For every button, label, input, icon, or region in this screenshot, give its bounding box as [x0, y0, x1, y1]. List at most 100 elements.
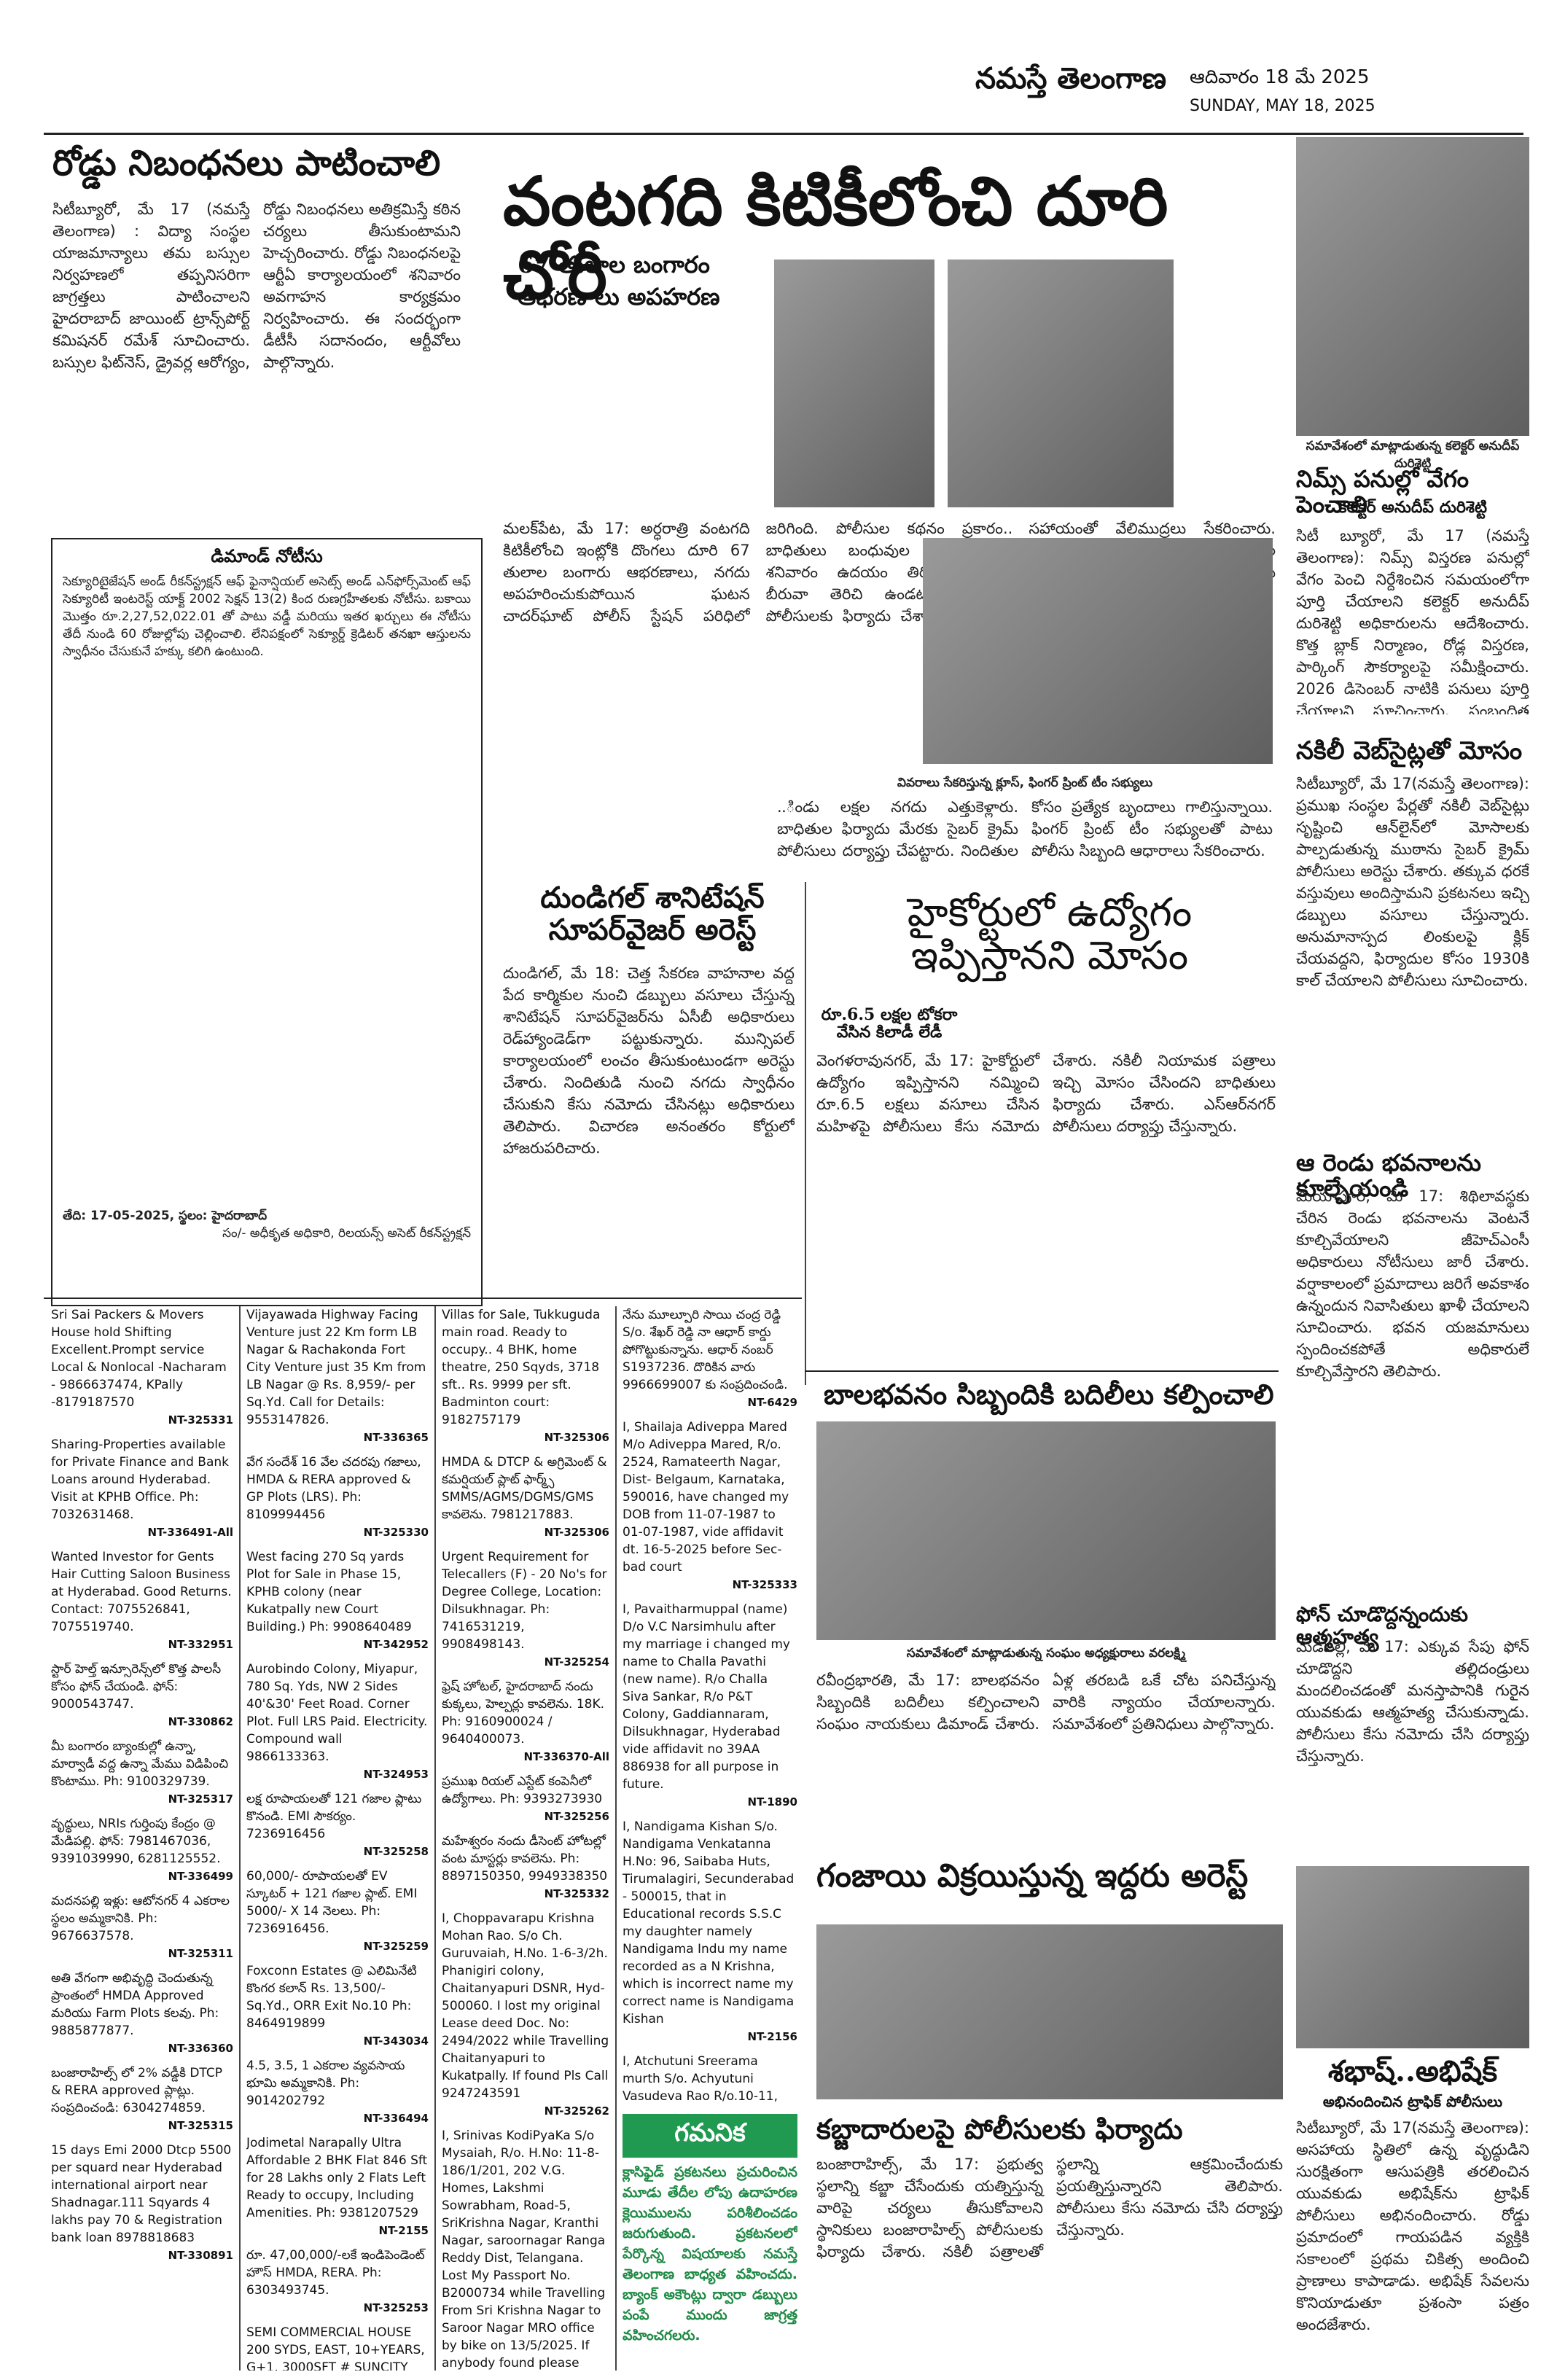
classified-ad-code: NT-343034	[363, 2034, 429, 2048]
balabhavan-body: రవీంద్రభారతి, మే 17: బాలభవనం సిబ్బందికి …	[816, 1671, 1276, 1733]
collector-photo	[1296, 137, 1529, 436]
classified-ad-text: Urgent Requirement for Telecallers (F) -…	[442, 1550, 607, 1652]
notice-box-title: గమనిక	[623, 2114, 797, 2158]
notice-box: గమనిక క్లాసిఫైడ్ ప్రకటనలు ప్రచురించిన మూ…	[623, 2114, 797, 2362]
classified-ad-code: NT-6429	[747, 1396, 797, 1409]
classified-ad-code: NT-330891	[168, 2249, 233, 2262]
legal-notice-sign: సం/- అధీకృత అధికారి, రిలయన్స్ అసెట్ రీకన…	[222, 1226, 471, 1241]
classified-ad: I, Srinivas KodiPyaKa S/o Mysaiah, R/o. …	[442, 2127, 609, 2371]
classified-ad: I, Nandigama Kishan S/o. Nandigama Venka…	[623, 1818, 797, 2045]
classified-ad: ప్రముఖ రియల్ ఎస్టేట్ కంపెనీలో ఉద్యోగాలు.…	[442, 1773, 609, 1825]
classified-ad: Vijayawada Highway Facing Venture just 2…	[246, 1306, 429, 1446]
legal-notice-body: సెక్యూరిటైజేషన్ అండ్ రీకన్‌స్ట్రక్షన్ ఆఫ…	[63, 574, 471, 660]
classified-ad-code: NT-325259	[363, 1940, 429, 1953]
phone-suicide-headline: ఫోన్ చూడొద్దన్నందుకు ఆత్మహత్య	[1296, 1602, 1468, 1649]
lead-photo-2	[948, 260, 1174, 507]
lead-sub2: ఆభరణాలు అపహరణ	[518, 283, 720, 311]
masthead-title: నమస్తే తెలంగాణ	[975, 61, 1167, 95]
fake-websites-body: సిటీబ్యూరో, మే 17(నమస్తే తెలంగాణ): ప్రము…	[1296, 775, 1529, 989]
classified-ad-code: NT-325330	[363, 1526, 429, 1539]
classified-ad-code: NT-325317	[168, 1792, 233, 1806]
balabhavan-rule	[805, 1370, 1279, 1372]
ganjai-headline: గంజాయి విక్రయిస్తున్న ఇద్దరు అరెస్ట్	[816, 1857, 1249, 1895]
cyber-photo	[923, 538, 1273, 764]
classified-ad-code: NT-324953	[363, 1768, 429, 1781]
buildings-body: మియాపూర్, మే 17: శిథిలావస్థకు చేరిన రెండ…	[1296, 1187, 1529, 1380]
classified-ad-text: ప్రముఖ రియల్ ఎస్టేట్ కంపెనీలో ఉద్యోగాలు.…	[442, 1774, 603, 1806]
classified-ad-code: NT-1890	[747, 1795, 797, 1809]
dundigal-body: దుండిగల్, మే 18: చెత్త సేకరణ వాహనాల వద్ద…	[503, 964, 795, 1157]
date-english: SUNDAY, MAY 18, 2025	[1190, 97, 1375, 115]
nims-sub: కలెక్టర్ అనుదీప్ దురిశెట్టి	[1338, 498, 1488, 517]
classified-ad: Foxconn Estates @ ఎలిమినేటి కొంగర కలాన్ …	[246, 1962, 429, 2050]
classified-ad-text: స్టార్ హెల్త్ ఇన్సూరెన్స్‌లో కొత్త పాలసీ…	[51, 1662, 222, 1712]
classified-ad-code: NT-336499	[168, 1870, 233, 1883]
classified-ad-text: I, Shailaja Adiveppa Mared M/o Adiveppa …	[623, 1420, 789, 1575]
classified-ad-code: NT-336360	[168, 2042, 233, 2055]
classified-ad-text: అతి వేగంగా అభివృద్ధి చెందుతున్న ప్రాంతంల…	[51, 1971, 219, 2038]
classified-ad-code: NT-325311	[168, 1947, 233, 1960]
classified-ad: Urgent Requirement for Telecallers (F) -…	[442, 1548, 609, 1671]
classified-ad: Sri Sai Packers & Movers House hold Shif…	[51, 1306, 233, 1429]
dundigal-headline: దుండిగల్ శానిటేషన్ సూపర్‌వైజర్ అరెస్ట్	[540, 881, 765, 947]
balabhavan-photo	[816, 1421, 1276, 1640]
highcourt-sub: రూ.6.5 లక్షల టోకరా వేసిన కి‌లాడీ లేడీ	[821, 1005, 958, 1042]
classified-ad-text: బంజారాహిల్స్ లో 2% వడ్డీకి DTCP & RERA a…	[51, 2066, 222, 2115]
classified-ad-code: NT-325262	[544, 2104, 609, 2118]
classifieds-divider-1	[239, 1306, 241, 2371]
classified-ad: HMDA & DTCP & అగ్రిమెంట్ & కమర్షియల్ ప్ల…	[442, 1454, 609, 1541]
classified-ad-code: NT-2155	[378, 2224, 429, 2237]
cyber-body: ..ిండు లక్షల నగదు ఎత్తుకెళ్లారు. బాధితుల…	[777, 798, 1273, 859]
classified-ad: మహేశ్వరం నందు డీసెంట్ హోటల్లో వంట మాస్టర…	[442, 1833, 609, 1903]
classified-ad-code: NT-330862	[168, 1715, 233, 1728]
classified-ad-code: NT-325253	[363, 2301, 429, 2314]
top-rule	[44, 133, 1523, 135]
classified-ad-text: West facing 270 Sq yards Plot for Sale i…	[246, 1550, 412, 1634]
legal-notice-title: డిమాండ్ నోటీసు	[211, 545, 323, 566]
nims-kicker: సమావేశంలో మాట్లాడుతున్న కలెక్టర్ అనుదీప్…	[1306, 439, 1520, 471]
classified-ad: రూ. 47,00,000/-లకే ఇండిపెండెంట్ హౌస్ HMD…	[246, 2247, 429, 2317]
classified-ad-text: I, Nandigama Kishan S/o. Nandigama Venka…	[623, 1819, 795, 2026]
legal-notice-date: తేది: 17-05-2025, స్థలం: హైదరాబాద్	[63, 1209, 268, 1224]
classified-ad-text: మదనపల్లి ఇళ్లు: ఆటోనగర్ 4 ఎకరాల స్థలం అమ…	[51, 1894, 230, 1943]
classified-ad: West facing 270 Sq yards Plot for Sale i…	[246, 1548, 429, 1653]
balabhavan-headline: బాలభవనం సిబ్బందికి బదిలీలు కల్పించాలి	[824, 1378, 1274, 1411]
classified-ad-text: మీ బంగారం బ్యాంకుల్లో ఉన్నా, మార్వాడీ వద…	[51, 1739, 229, 1789]
abhishek-body: సిటీబ్యూరో, మే 17(నమస్తే తెలంగాణ): అసహాయ…	[1296, 2119, 1529, 2333]
classified-ad-text: I, Choppavarapu Krishna Mohan Rao. S/o C…	[442, 1911, 609, 2101]
highcourt-headline: హైకోర్టులో ఉద్యోగం ఇప్పిస్తానని మోసం	[907, 889, 1193, 979]
classified-ad-code: NT-325333	[732, 1578, 797, 1591]
classified-ad: 4.5, 3.5, 1 ఎకరాల వ్యవసాయ భూమి అమ్మకానిక…	[246, 2057, 429, 2127]
classified-ad-text: Vijayawada Highway Facing Venture just 2…	[246, 1308, 426, 1427]
highcourt-body: వెంగళరావునగర్, మే 17: హైకోర్టులో ఉద్యోగం…	[816, 1052, 1276, 1135]
classified-ad: Villas for Sale, Tukkuguda main road. Re…	[442, 1306, 609, 1446]
classifieds-divider-3	[615, 1306, 617, 2371]
classified-ad-code: NT-336491-All	[147, 1526, 233, 1539]
classified-ad: నేను మూల్పూరి సాయి చంద్ర రెడ్డి S/o. శేఖ…	[623, 1306, 797, 1411]
classified-ad-code: NT-336365	[363, 1431, 429, 1444]
classified-ad: స్టార్ హెల్త్ ఇన్సూరెన్స్‌లో కొత్త పాలసీ…	[51, 1661, 233, 1731]
notice-box-body: క్లాసిఫైడ్ ప్రకటనలు ప్రచురించిన మూడు తేద…	[623, 2164, 797, 2344]
classified-ad-code: NT-325315	[168, 2119, 233, 2132]
classified-ad: Wanted Investor for Gents Hair Cutting S…	[51, 1548, 233, 1653]
classified-ad: Jodimetal Narapally Ultra Affordable 2 B…	[246, 2134, 429, 2239]
classified-ad: వృద్ధులు, NRIs గుర్తింపు కేంద్రం @ మేడిప…	[51, 1815, 233, 1885]
legal-notice: డిమాండ్ నోటీసు సెక్యూరిటైజేషన్ అండ్ రీకన…	[51, 538, 483, 1306]
classified-ad: Sharing-Properties available for Private…	[51, 1436, 233, 1541]
classified-ad-code: NT-336370-All	[523, 1750, 609, 1763]
classified-ad-text: లక్ష రూపాయలతో 121 గజాల ప్లాటు కొనండి. EM…	[246, 1792, 422, 1841]
classified-ad-text: HMDA & DTCP & అగ్రిమెంట్ & కమర్షియల్ ప్ల…	[442, 1455, 607, 1522]
classified-ad-text: 60,000/- రూపాయలతో EV స్కూటర్ + 121 గజాల …	[246, 1869, 418, 1936]
lead-headline: వంటగది కిటికీలోంచి దూరి చోరీ	[503, 162, 1168, 315]
classified-ad-text: Sri Sai Packers & Movers House hold Shif…	[51, 1308, 227, 1410]
classified-ad: 60,000/- రూపాయలతో EV స్కూటర్ + 121 గజాల …	[246, 1868, 429, 1955]
classified-ad-code: NT-325306	[544, 1526, 609, 1539]
date-telugu: ఆదివారం 18 మే 2025	[1190, 66, 1370, 88]
classified-ad-text: వేగ సందేశ్ 16 వేల చదరపు గజాలు, HMDA & RE…	[246, 1455, 421, 1522]
classified-ad-code: NT-325256	[544, 1810, 609, 1823]
nims-body: సిటీ బ్యూరో, మే 17 (నమస్తే తెలంగాణ): నిమ…	[1296, 527, 1529, 714]
classified-ad: I, Choppavarapu Krishna Mohan Rao. S/o C…	[442, 1910, 609, 2120]
classified-ad-code: NT-325331	[168, 1413, 233, 1427]
classified-ad-text: Villas for Sale, Tukkuguda main road. Re…	[442, 1308, 601, 1427]
classifieds-column-2: Vijayawada Highway Facing Venture just 2…	[246, 1306, 429, 2371]
